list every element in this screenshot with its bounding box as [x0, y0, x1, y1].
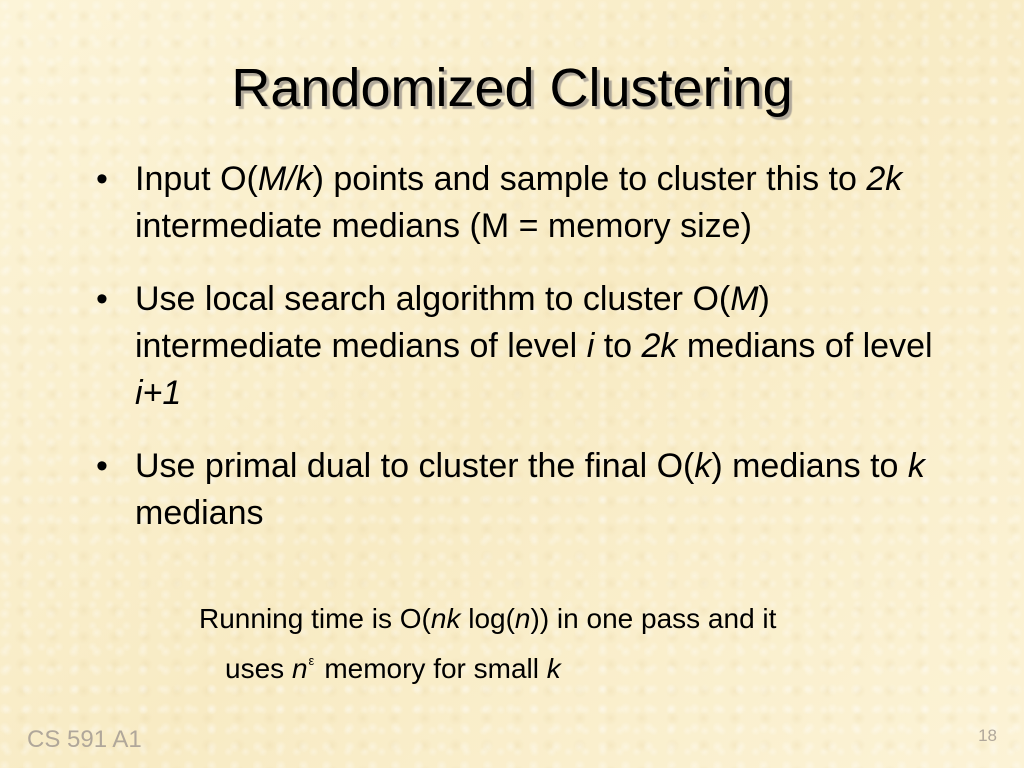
math-term: 2k — [641, 327, 678, 365]
slide-title: Randomized Clustering — [231, 58, 793, 118]
bullet-text: ) points and sample to cluster this to — [312, 160, 867, 198]
note-line-1: Running time is O(nk log(n)) in one pass… — [199, 598, 959, 640]
math-term: k — [546, 653, 561, 684]
math-term: n — [514, 603, 531, 634]
math-term: 2k — [866, 160, 903, 198]
math-term: nk — [430, 603, 461, 634]
math-term: i+1 — [135, 374, 182, 412]
running-time-note: Running time is O(nk log(n)) in one pass… — [199, 598, 959, 690]
bullet-text: medians of level — [677, 327, 933, 365]
bullet-text: ) intermediate medians of level — [135, 280, 770, 365]
math-term: i — [586, 327, 595, 365]
note-text: uses — [225, 653, 292, 684]
bullet-item-1: • Input O(M/k) points and sample to clus… — [96, 156, 956, 250]
bullet-marker: • — [96, 447, 108, 485]
bullet-list: • Input O(M/k) points and sample to clus… — [96, 156, 956, 563]
bullet-item-2: • Use local search algorithm to cluster … — [96, 276, 956, 417]
bullet-text: ) medians to — [711, 447, 908, 485]
page-number: 18 — [978, 726, 997, 745]
bullet-text: to — [594, 327, 642, 365]
bullet-text: Use local search algorithm to cluster O( — [135, 280, 731, 318]
math-term: n — [291, 653, 308, 684]
math-term: k — [694, 447, 712, 485]
bullet-text: Input O( — [135, 160, 258, 198]
bullet-text: medians — [135, 494, 264, 532]
note-text: log( — [460, 603, 515, 634]
note-text: )) in one pass and it — [530, 603, 777, 634]
epsilon-superscript: ε — [308, 653, 315, 668]
note-text: Running time is O( — [199, 603, 431, 634]
math-term: M — [730, 280, 759, 318]
math-term: k — [907, 447, 925, 485]
bullet-item-3: • Use primal dual to cluster the final O… — [96, 443, 956, 537]
bullet-marker: • — [96, 160, 108, 198]
math-term: M/k — [257, 160, 313, 198]
bullet-text: Use primal dual to cluster the final O( — [135, 447, 695, 485]
note-line-2: uses nε memory for small k — [199, 640, 959, 690]
note-text: memory for small — [324, 653, 547, 684]
footer-course-label: CS 591 A1 — [27, 726, 142, 753]
bullet-text: intermediate medians (M = memory size) — [135, 207, 752, 245]
bullet-marker: • — [96, 280, 108, 318]
